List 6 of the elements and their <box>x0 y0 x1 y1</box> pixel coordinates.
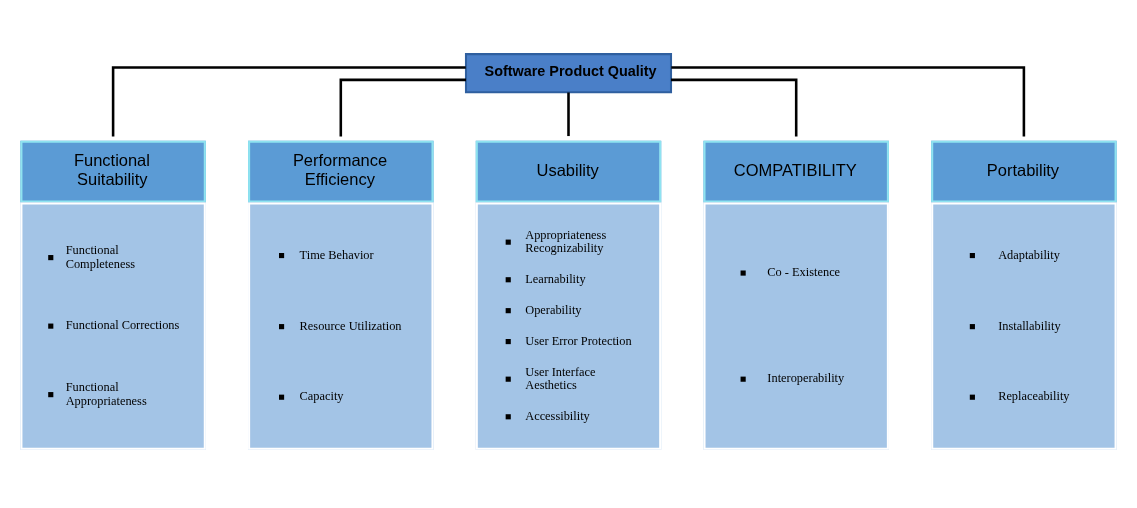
connector <box>111 66 466 137</box>
connector <box>671 78 798 137</box>
connector <box>567 92 570 137</box>
node-box: Software Product Quality <box>464 53 673 94</box>
connector <box>339 78 466 137</box>
connector <box>671 66 1026 137</box>
